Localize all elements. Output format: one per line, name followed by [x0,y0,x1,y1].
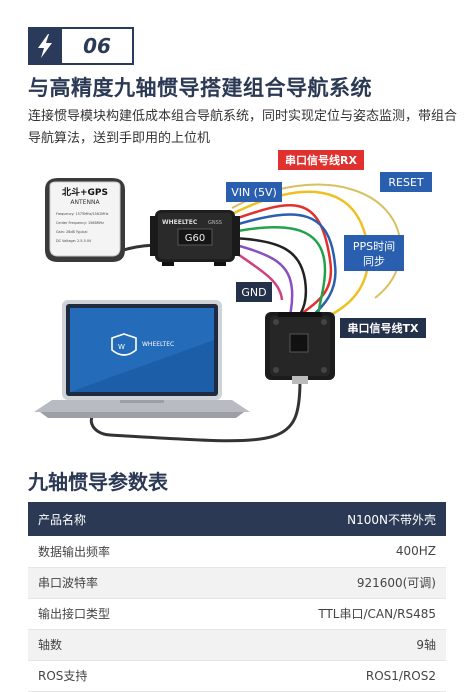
antenna-spec: DC Voltage: 2.5-5.0V [56,239,92,243]
wire-beige [231,183,402,299]
label-reset: RESET [380,172,432,192]
params-title: 九轴惯导参数表 [28,470,168,494]
param-name: ROS支持 [28,660,196,692]
svg-text:同步: 同步 [363,255,385,268]
wire-black [231,236,308,319]
antenna-spec: Center Frequency: 1568MHz [56,221,104,225]
param-value: 9轴 [195,629,446,661]
table-row: 串口波特率 921600(可调) [28,567,446,599]
wire-red [231,204,333,317]
laptop: W WHEELTEC [34,300,250,418]
svg-text:PPS时间: PPS时间 [353,240,395,253]
param-name: 串口波特率 [28,567,196,599]
label-gnd: GND [236,282,272,302]
wire-green [231,226,327,321]
module-gnss: GNSS [208,220,222,226]
section-badge: 06 [28,27,134,65]
param-name: 数据输出频率 [28,536,196,568]
param-value: 400HZ [195,536,446,568]
usb-adapter-board [265,312,335,384]
antenna-spec: Frequency: 1575MHz/1561MHz [56,212,109,216]
page-title: 与高精度九轴惯导搭建组合导航系统 [28,76,372,100]
table-row: 轴数 9轴 [28,629,446,661]
module-brand: WHEELTEC [162,219,198,226]
table-row: ROS支持 ROS1/ROS2 [28,660,446,692]
table-row: 输出接口类型 TTL串口/CAN/RS485 [28,598,446,630]
param-value: TTL串口/CAN/RS485 [195,598,446,630]
wire-purple [231,242,294,319]
lightning-icon [28,27,62,65]
svg-text:串口信号线TX: 串口信号线TX [348,321,420,335]
wire-blue [231,213,337,319]
g60-module: WHEELTEC GNSS G60 [150,210,240,266]
svg-text:W: W [118,343,125,351]
param-name: 输出接口类型 [28,598,196,630]
label-uart-tx: 串口信号线TX [340,318,426,338]
antenna-spec: Gain: 28dB Typical [56,230,87,234]
header-name: 产品名称 [28,502,196,536]
param-name: 轴数 [28,629,196,661]
svg-text:VIN (5V): VIN (5V) [231,186,277,199]
antenna-label: ANTENNA [70,199,100,206]
svg-text:GND: GND [241,286,266,299]
param-value: 921600(可调) [195,567,446,599]
wiring-illustration: 北斗+GPS ANTENNA Frequency: 1575MHz/1561MH… [34,150,432,443]
section-number: 06 [62,27,134,65]
table-row: 数据输出频率 400HZ [28,536,446,568]
module-model: G60 [185,233,205,244]
label-pps: PPS时间 同步 [344,235,404,271]
param-value: ROS1/ROS2 [195,660,446,692]
params-header-row: 产品名称 N100N不带外壳 [28,502,446,536]
header-value: N100N不带外壳 [195,502,446,536]
label-uart-rx: 串口信号线RX [278,150,364,170]
antenna-brand: 北斗+GPS [62,186,108,198]
svg-text:串口信号线RX: 串口信号线RX [285,153,357,167]
usb-cable [89,379,302,443]
svg-text:RESET: RESET [388,176,424,189]
page-subtitle: 连接惯导模块构建低成本组合导航系统，同时实现定位与姿态监测，带组合导航算法，送到… [28,109,458,146]
params-table: 产品名称 N100N不带外壳 数据输出频率 400HZ 串口波特率 921600… [28,502,446,692]
laptop-brand: WHEELTEC [142,341,174,348]
gnss-antenna: 北斗+GPS ANTENNA Frequency: 1575MHz/1561MH… [45,178,125,262]
label-vin: VIN (5V) [226,182,282,202]
